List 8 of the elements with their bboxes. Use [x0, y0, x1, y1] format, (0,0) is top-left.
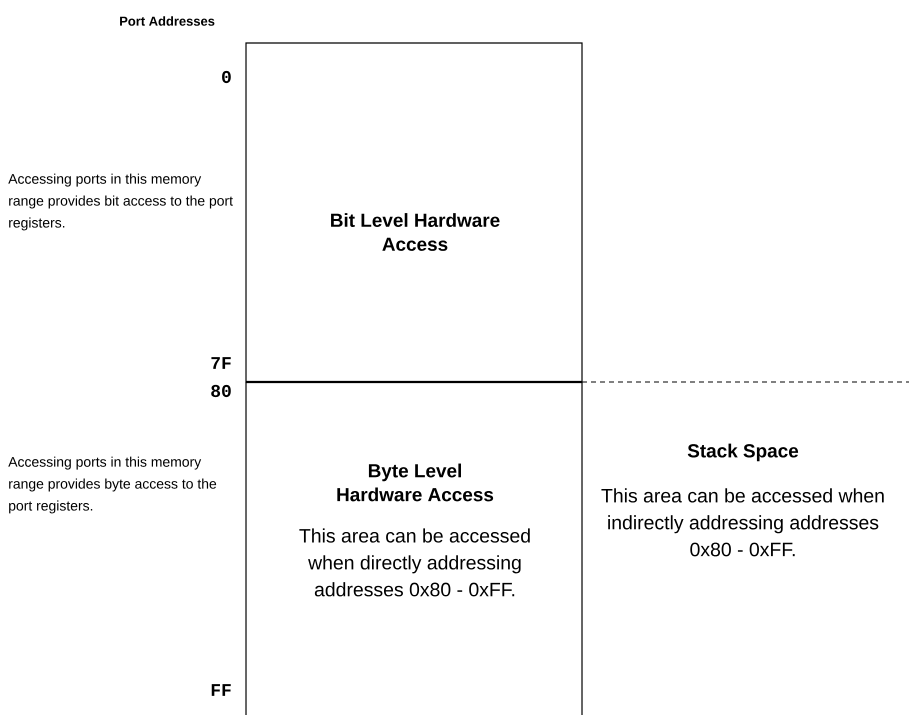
memory-region: Bit Level Hardware Access: [245, 42, 583, 383]
title: Port Addresses: [120, 16, 214, 26]
address-label: 7F: [211, 357, 231, 369]
note-text: Accessing ports in this memory range provides bit access to the port registers.: [8, 174, 233, 230]
address-label: 80: [211, 384, 231, 398]
note-text: Accessing ports in this memory range provides byte access to the port registers.: [8, 456, 216, 514]
memory-region: Stack Space This area can be accessed when indirectly addressing addresses 0x80 - 0xFF.: [582, 382, 909, 715]
memory-region: Byte Level Hardware Access This area can be accessed when directly addressing addresses 0x80 - 0xFF.: [245, 380, 583, 715]
